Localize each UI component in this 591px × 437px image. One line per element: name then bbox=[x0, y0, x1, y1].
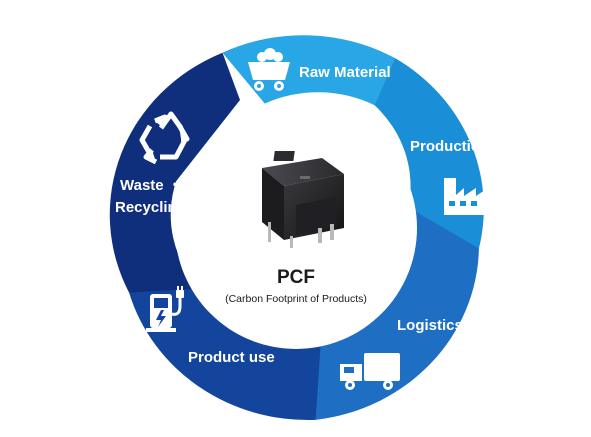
recycle-icon bbox=[139, 111, 190, 165]
stage-label-logistics: Logistics bbox=[397, 317, 463, 334]
stage-label-raw-material: Raw Material bbox=[299, 64, 391, 81]
relay-component-icon bbox=[262, 151, 344, 248]
center-title: PCF bbox=[277, 267, 315, 288]
mine-cart-icon bbox=[248, 48, 290, 91]
stage-segment-production bbox=[374, 58, 484, 290]
truck-icon bbox=[340, 353, 400, 390]
stage-label-production: Production bbox=[410, 138, 489, 155]
stage-label-product-use: Product use bbox=[188, 349, 275, 366]
center-subtitle: (Carbon Footprint of Products) bbox=[225, 293, 367, 305]
stage-label-waste: Waste ・ bbox=[120, 177, 183, 194]
factory-icon bbox=[444, 178, 488, 215]
stage-label-recycling: Recycling bbox=[115, 199, 186, 216]
ev-charger-icon bbox=[146, 286, 184, 332]
stage-segment-waste-recycling bbox=[109, 52, 240, 293]
stage-segment-logistics bbox=[288, 207, 479, 420]
